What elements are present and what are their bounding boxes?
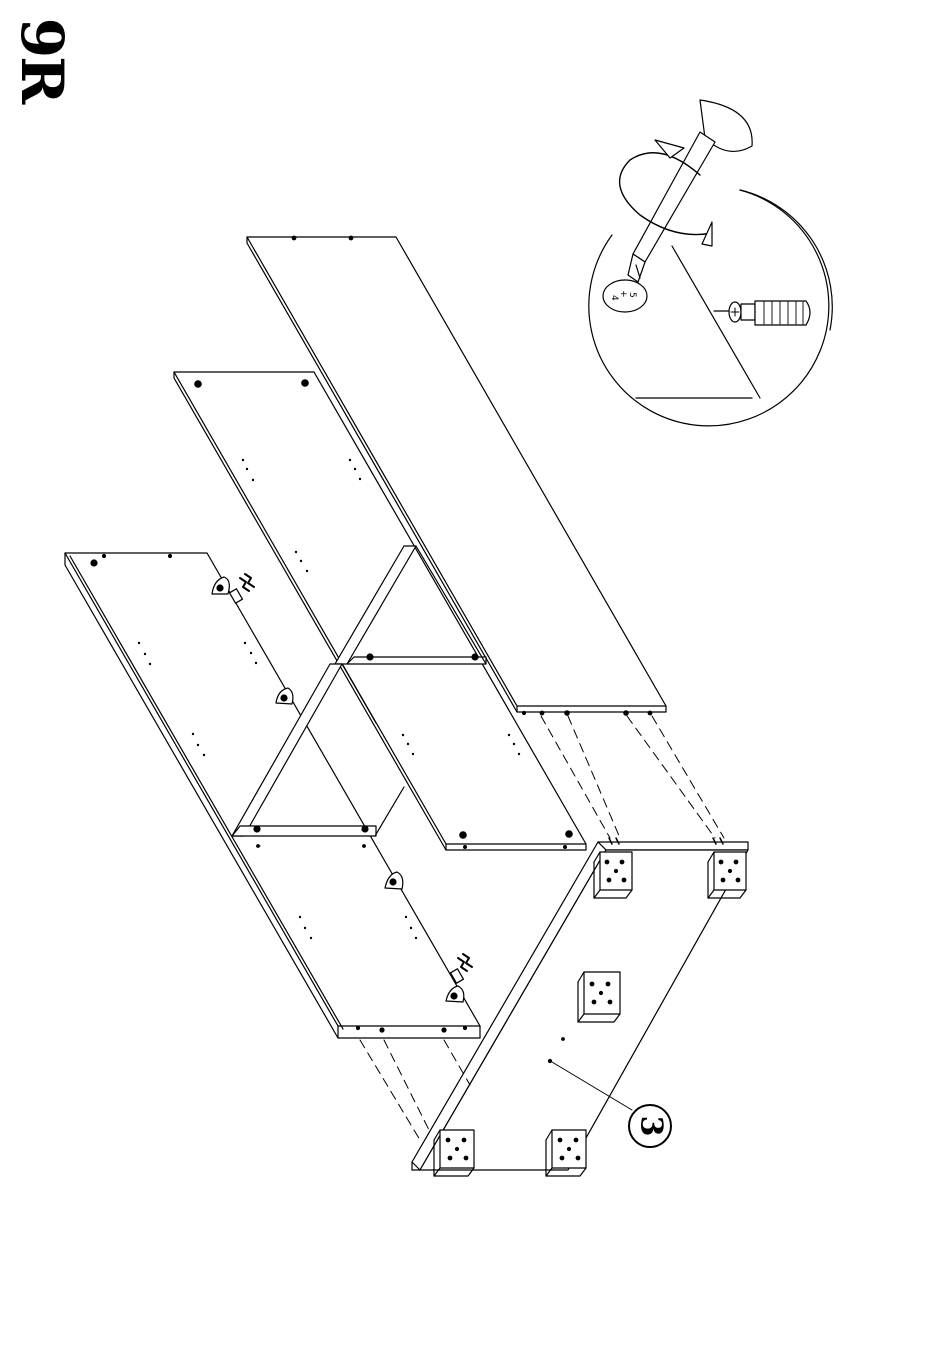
svg-text:5: 5 bbox=[627, 292, 637, 298]
foot-2 bbox=[708, 852, 746, 898]
foot-3 bbox=[578, 972, 620, 1022]
part-callout-label: 3 bbox=[635, 1116, 665, 1137]
step-number: 9R bbox=[12, 0, 72, 120]
part-callout-3: 3 bbox=[628, 1104, 672, 1148]
svg-text:4: 4 bbox=[609, 295, 619, 301]
screwdriver-detail: 4 + 5 bbox=[589, 100, 832, 426]
svg-text:+: + bbox=[618, 290, 628, 298]
